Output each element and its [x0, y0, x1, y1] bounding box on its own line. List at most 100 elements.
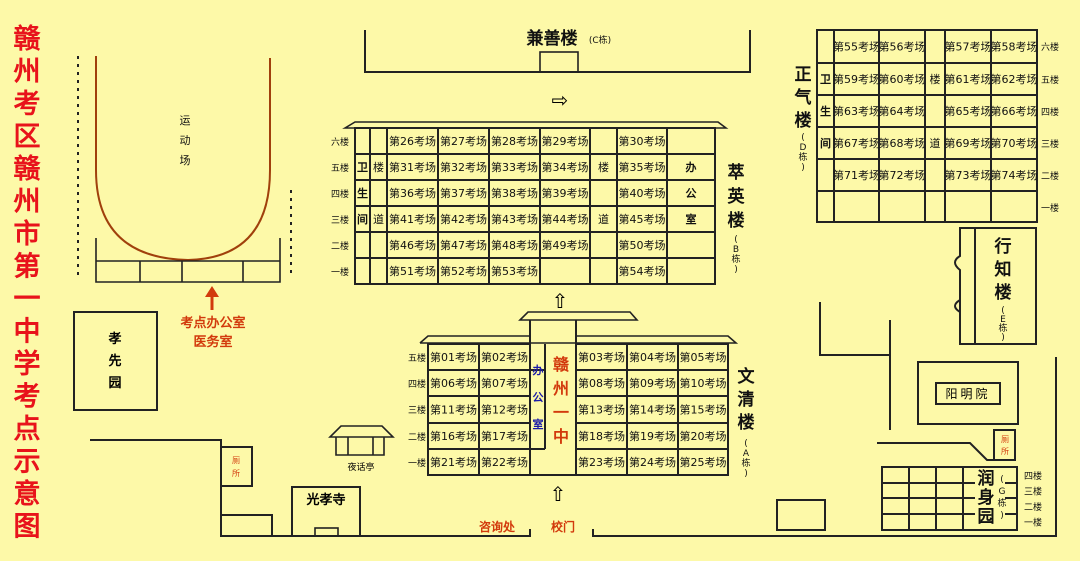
- building-g-code: 栋: [997, 497, 1006, 509]
- exam-room-label: 第60考场: [879, 72, 926, 86]
- exam-room-label: 第74考场: [991, 168, 1038, 182]
- medical-room-label: 医务室: [193, 334, 232, 350]
- school-name-label: 州: [552, 379, 569, 398]
- corridor-label: 室: [686, 212, 697, 226]
- building-a-code: (: [744, 439, 748, 449]
- building-e: 行知楼(E栋): [954, 227, 1037, 345]
- exam-room-label: 第22考场: [481, 455, 528, 469]
- title-char: 考: [14, 89, 41, 120]
- corridor-label: 公: [686, 187, 697, 200]
- yehua-pavilion: 夜话亭: [328, 425, 395, 473]
- grid-cell: [816, 158, 835, 192]
- building-e-code: ): [1001, 333, 1005, 343]
- toilet-label: 所: [232, 468, 240, 478]
- exam-room-label: 第08考场: [578, 376, 625, 390]
- grid-cell: [924, 158, 946, 192]
- exam-room-label: 第64考场: [879, 104, 926, 118]
- yangming-courtyard: 阳明院: [917, 361, 1019, 425]
- title-char: 点: [14, 414, 41, 445]
- building-b-code: (: [734, 235, 738, 245]
- corridor-label: 道: [930, 136, 941, 150]
- exam-room-label: 第05考场: [680, 350, 727, 364]
- corridor-label: 间: [820, 137, 831, 150]
- floor-label: 一楼: [408, 457, 426, 469]
- building-g-name: 身: [978, 487, 995, 508]
- floor-label: 二楼: [408, 431, 426, 443]
- exam-room-label: 第57考场: [945, 40, 992, 54]
- sports-field: 运 动 场: [77, 56, 292, 283]
- grid-cell: [878, 190, 926, 223]
- building-d-name: 楼: [795, 110, 812, 131]
- building-a-code: ): [744, 469, 748, 479]
- floor-label: 六楼: [1041, 41, 1059, 53]
- exam-room-label: 第06考场: [430, 376, 477, 390]
- garden-label: 孝: [107, 331, 121, 347]
- floor-label: 五楼: [408, 352, 426, 364]
- arrow-up-outline-icon: ⇧: [550, 482, 567, 506]
- building-b: 第26考场第27考场第28考场第29考场第30考场卫楼第31考场第32考场第33…: [331, 121, 746, 285]
- grid-cell: [369, 257, 388, 285]
- exam-room-label: 第40考场: [619, 186, 666, 200]
- corridor-label: 道: [373, 212, 384, 226]
- toilet-right: 厕 所: [993, 429, 1016, 461]
- garden-label: 园: [108, 376, 121, 391]
- exam-room-label: 第03考场: [578, 350, 625, 364]
- floor-label: 四楼: [408, 378, 426, 390]
- building-c-name: 兼善楼: [527, 28, 578, 49]
- exam-room-label: 第20考场: [680, 429, 727, 443]
- arrow-right-icon: ⇨: [552, 88, 569, 112]
- exam-room-label: 第04考场: [629, 350, 676, 364]
- grid-cell: [369, 231, 388, 259]
- building-g-name: 润: [978, 468, 995, 489]
- building-a-name: 楼: [738, 412, 755, 433]
- exam-room-label: 第38考场: [491, 186, 538, 200]
- exam-room-label: 第52考场: [440, 264, 487, 278]
- building-d: 第55考场第56考场第57考场第58考场卫第59考场第60考场楼第61考场第62…: [794, 29, 1059, 223]
- exam-room-label: 第35考场: [619, 160, 666, 174]
- building-e-name: 行: [994, 236, 1012, 257]
- title-char: 赣: [14, 23, 42, 55]
- building-a-code: A: [743, 449, 750, 459]
- school-name-label: 一: [553, 403, 569, 422]
- exam-room-label: 第27考场: [440, 134, 487, 148]
- grid-cell: [666, 231, 716, 259]
- building-e-code: (: [1001, 306, 1005, 316]
- grid-cell: [354, 231, 371, 259]
- exam-room-label: 第07考场: [481, 376, 528, 390]
- floor-label: 四楼: [1041, 106, 1059, 118]
- exam-room-label: 第34考场: [542, 160, 589, 174]
- title-char: 学: [14, 348, 41, 380]
- toilet-left: 厕 所: [220, 446, 253, 487]
- exam-room-label: 第67考场: [833, 136, 880, 150]
- exam-room-label: 第16考场: [430, 429, 477, 443]
- toilet-label: 所: [1001, 446, 1009, 456]
- floor-label: 四楼: [1024, 470, 1042, 482]
- corridor-label: 卫: [820, 73, 831, 86]
- temple-label: 光孝寺: [305, 492, 345, 508]
- arrow-up-icon: [205, 286, 219, 297]
- exam-room-label: 第39考场: [542, 186, 589, 200]
- title-char: 州: [14, 57, 41, 88]
- building-d-name: 正: [795, 65, 812, 85]
- building-d-code: D: [800, 143, 807, 153]
- floor-label: 三楼: [1041, 138, 1059, 150]
- title-char: 考: [14, 382, 41, 413]
- building-e-name: 知: [994, 259, 1012, 280]
- exam-room-label: 第71考场: [833, 168, 880, 182]
- exam-room-label: 第41考场: [389, 212, 436, 226]
- building-a-name: 清: [738, 389, 755, 410]
- grid-cell: [354, 257, 371, 285]
- exam-room-label: 第24考场: [629, 455, 676, 469]
- exam-room-label: 第70考场: [991, 136, 1038, 150]
- exam-room-label: 第47考场: [440, 238, 487, 252]
- grid-cell: [816, 190, 835, 223]
- grid-cell: [369, 179, 388, 207]
- building-b-name: 英: [728, 186, 746, 207]
- building-d-code: 栋: [798, 151, 807, 163]
- corridor-label: 办: [686, 160, 697, 174]
- exam-room-label: 第53考场: [491, 264, 538, 278]
- exam-room-label: 第50考场: [619, 238, 666, 252]
- floor-label: 五楼: [331, 162, 349, 174]
